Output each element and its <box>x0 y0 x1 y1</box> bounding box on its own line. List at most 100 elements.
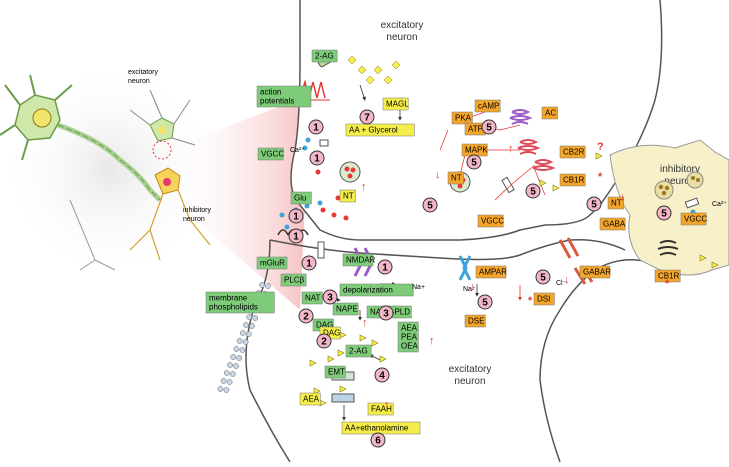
phospholipid-bead <box>259 282 265 288</box>
step-marker-1: 1 <box>301 255 317 271</box>
svg-text:AEA: AEA <box>303 395 320 404</box>
phospholipid-bead <box>239 347 246 353</box>
svg-text:GABA: GABA <box>603 220 626 229</box>
svg-text:mGluR: mGluR <box>260 259 285 268</box>
phospholipid-bead <box>220 378 227 384</box>
svg-text:1: 1 <box>314 154 320 165</box>
svg-text:ATP: ATP <box>468 125 483 134</box>
glutamate-dot <box>343 215 349 221</box>
svg-text:5: 5 <box>530 187 536 198</box>
direction-arrows: ↑↑↑↑↑↓↓↓↓ <box>361 143 626 411</box>
label-nt-right: NT <box>607 196 624 210</box>
phospholipid-bead <box>226 379 233 385</box>
label-star-2: * <box>528 295 533 307</box>
zoom-circle <box>152 140 172 160</box>
endocannabinoid-triangle <box>313 387 321 395</box>
label-gabar: GABAR <box>579 265 611 279</box>
arrow-down-7: ↓ <box>564 274 570 286</box>
2ag-molecule <box>357 65 367 75</box>
svg-text:DSI: DSI <box>537 295 550 304</box>
svg-text:MAPK: MAPK <box>465 146 488 155</box>
endocannabinoid-triangle <box>539 179 547 187</box>
svg-text:cAMP: cAMP <box>478 102 499 111</box>
phospholipid-bead <box>242 339 249 345</box>
glutamate-dot <box>331 212 337 218</box>
label-ca-right: Ca²⁺ <box>712 201 727 208</box>
phospholipid-bead <box>223 387 230 393</box>
label-pka: PKA <box>451 111 473 125</box>
endocannabinoid-triangle <box>339 331 347 339</box>
label-mapk: MAPK <box>461 143 488 157</box>
label-aa-ethanolamine: AA+ethanolamine <box>341 421 421 435</box>
svg-text:6: 6 <box>375 436 381 447</box>
presynaptic-membrane <box>290 0 663 241</box>
phospholipid-bead <box>236 355 243 361</box>
step-marker-3: 3 <box>322 289 338 305</box>
endocannabinoid-triangle <box>552 184 560 192</box>
arrow-down-5: ↓ <box>435 169 441 181</box>
arrow-down-6: ↓ <box>620 191 626 203</box>
svg-text:DSE: DSE <box>468 317 484 326</box>
step-marker-5: 5 <box>477 294 493 310</box>
label-dsi: DSI <box>533 292 555 306</box>
2ag-molecule <box>383 75 393 85</box>
glutamate-dot <box>320 207 326 213</box>
svg-text:CB1R: CB1R <box>563 176 585 185</box>
endocannabinoid-triangle <box>309 359 317 367</box>
step-marker-5: 5 <box>466 154 482 170</box>
step-marker-3: 3 <box>378 305 394 321</box>
svg-text:3: 3 <box>383 309 389 320</box>
svg-text:NT: NT <box>343 192 354 201</box>
phospholipid-bead <box>233 363 239 369</box>
label-plcb: PLCβ <box>280 273 307 287</box>
label-aea-bottom: AEA <box>299 392 321 406</box>
svg-text:5: 5 <box>427 201 433 212</box>
arrow-up-4: ↑ <box>362 317 368 329</box>
label-glu: Glu <box>290 191 312 205</box>
svg-text:5: 5 <box>540 273 546 284</box>
svg-text:AA+ethanolamine: AA+ethanolamine <box>345 424 409 433</box>
step-marker-1: 1 <box>288 208 304 224</box>
svg-text:1: 1 <box>293 212 299 223</box>
label-mglur: mGluR <box>256 256 288 270</box>
step-marker-5: 5 <box>656 205 672 221</box>
svg-text:FAAH: FAAH <box>371 405 392 414</box>
phospholipid-bead <box>252 315 259 321</box>
glutamate-dot <box>315 169 321 175</box>
svg-text:3: 3 <box>327 293 333 304</box>
label-vgcc-right: VGCC <box>680 212 707 226</box>
step-marker-1: 1 <box>308 119 324 135</box>
phospholipid-bead <box>245 331 252 337</box>
2ag-molecule <box>365 75 375 85</box>
step-marker-5: 5 <box>481 119 497 135</box>
label-gaba: GABA <box>599 217 626 231</box>
label-na-plus: Na+ <box>412 284 425 291</box>
endocannabinoid-triangle <box>339 385 347 393</box>
svg-text:VGCC: VGCC <box>684 215 707 224</box>
svg-text:PKA: PKA <box>455 114 472 123</box>
phospholipid-bead <box>239 330 246 336</box>
svg-text:NT: NT <box>611 199 622 208</box>
step-marker-2: 2 <box>298 308 314 324</box>
svg-text:NMDAR: NMDAR <box>346 256 376 265</box>
endocannabinoid-triangle <box>371 339 379 347</box>
step-marker-6: 6 <box>370 432 386 448</box>
svg-text:NT: NT <box>451 174 462 183</box>
svg-text:VGCC: VGCC <box>481 217 504 226</box>
glutamate-dot <box>335 195 341 201</box>
svg-text:1: 1 <box>382 263 388 274</box>
ion-dot <box>279 212 285 218</box>
svg-text:VGCC: VGCC <box>261 150 284 159</box>
svg-text:5: 5 <box>486 123 492 134</box>
endocannabinoid-molecules <box>309 152 719 407</box>
ion-dot <box>305 137 311 143</box>
svg-text:2: 2 <box>321 337 327 348</box>
label-2ag-top: 2-AG <box>311 49 338 63</box>
phospholipid-bead <box>229 371 236 377</box>
endocannabinoid-triangle <box>379 355 387 363</box>
